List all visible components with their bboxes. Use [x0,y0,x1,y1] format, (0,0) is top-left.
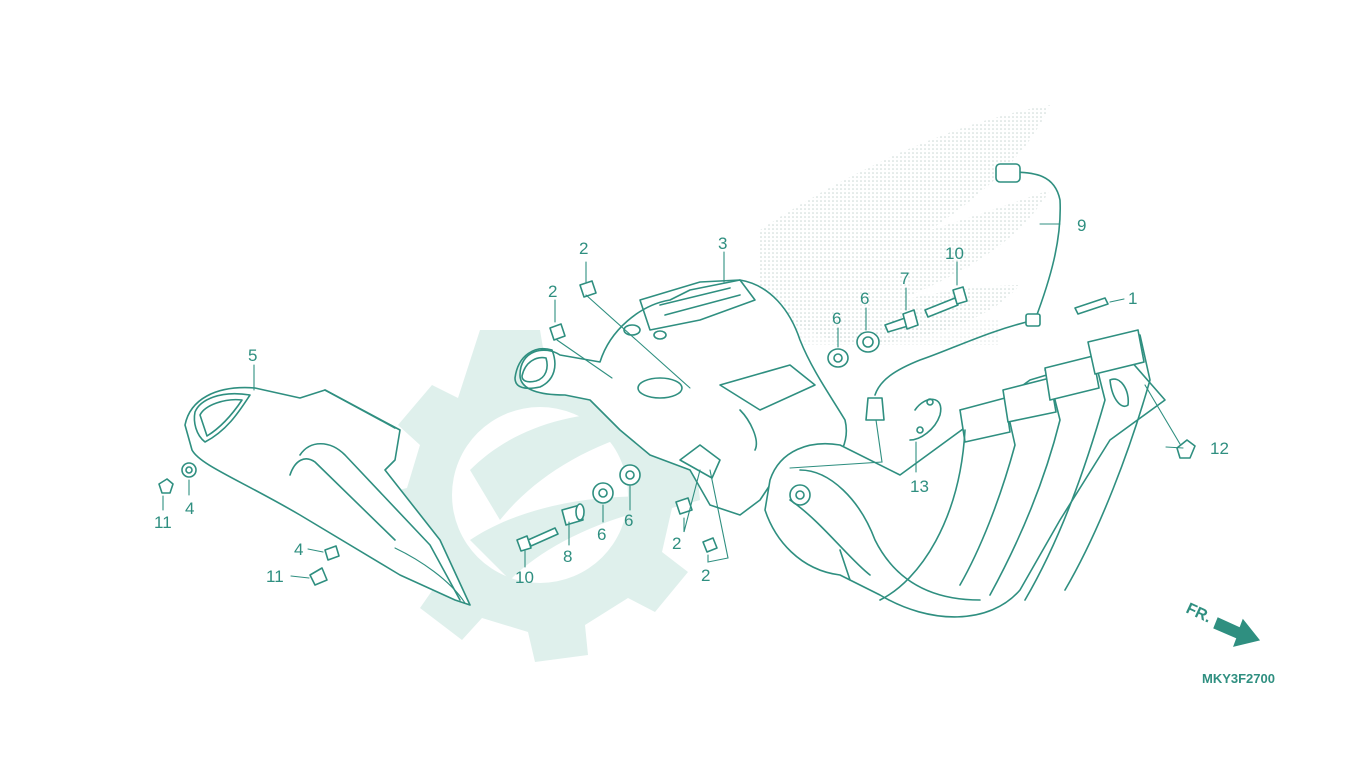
grommet-part-6-b [856,331,880,353]
callout-6: 6 [624,511,633,530]
clip-nut-part-2-d [702,537,718,553]
grommet-part-6-a [827,348,849,368]
bolt-part-10-lower [516,527,559,552]
callout-labels: 1 2 2 2 2 3 4 4 5 6 6 6 6 7 8 9 10 10 11… [154,216,1229,587]
callout-13: 13 [910,477,929,496]
callout-4: 4 [185,499,194,518]
grommet-part-6-c [592,482,614,504]
clamp-part [909,398,942,441]
callout-2: 2 [672,534,681,553]
bolt-part-11-b [309,567,328,586]
collar-part-8 [561,503,585,526]
leader-lines [162,223,1184,579]
callout-4: 4 [294,540,303,559]
o2-sensor-wire-part [865,163,1062,421]
callout-10: 10 [945,244,964,263]
bolt-part-7 [884,309,919,333]
callout-6: 6 [597,525,606,544]
front-direction-label: FR. [1183,600,1214,626]
callout-11: 11 [154,513,172,532]
callout-6: 6 [832,309,841,328]
nut-part-4-a [181,462,197,478]
bolt-part-11-a [158,478,174,494]
callout-2: 2 [701,566,710,585]
watermark-wing-logo [740,105,1050,345]
grommet-part-6-d [619,464,641,486]
muffler-chamber-part [514,279,847,516]
clip-nut-part-2-b [549,323,566,341]
exhaust-header-pipes [764,329,1166,618]
callout-9: 9 [1077,216,1086,235]
nut-part-12 [1176,439,1196,459]
front-direction-arrow: FR. [1183,600,1261,647]
callout-6: 6 [860,289,869,308]
clip-nut-part-2-c [675,497,693,515]
callout-11: 11 [266,567,284,586]
callout-12: 12 [1210,439,1229,458]
callout-5: 5 [248,346,257,365]
callout-2: 2 [579,239,588,258]
clip-nut-part-2-a [579,280,597,298]
callout-10: 10 [515,568,534,587]
callout-7: 7 [900,269,909,288]
callout-3: 3 [718,234,727,253]
nut-part-4-b [324,545,340,561]
callout-2: 2 [548,282,557,301]
callout-1: 1 [1128,289,1137,308]
callout-8: 8 [563,547,572,566]
bolt-part-10-upper [924,286,968,318]
drawing-code: MKY3F2700 [1202,671,1275,686]
pin-part-1 [1074,297,1109,315]
muffler-cover-part [184,386,471,606]
